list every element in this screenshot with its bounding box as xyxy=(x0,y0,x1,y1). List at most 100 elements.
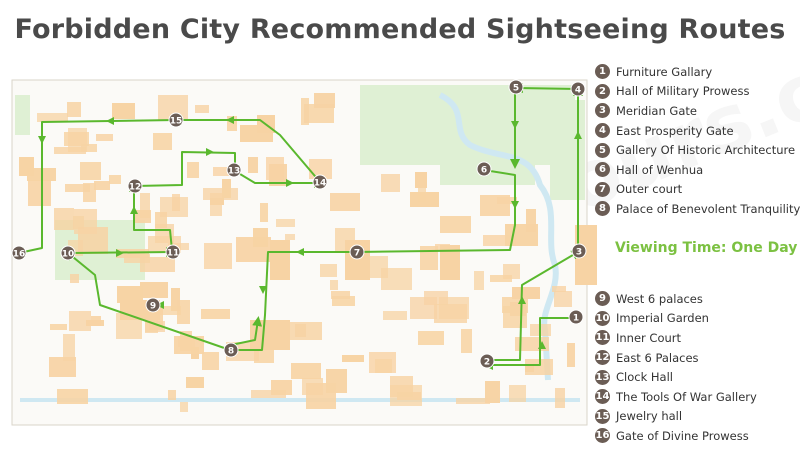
marker-number: 13 xyxy=(228,167,241,177)
building-block xyxy=(461,329,472,353)
route-arrow xyxy=(206,148,214,156)
marker-number: 6 xyxy=(481,166,487,176)
building-block xyxy=(251,390,286,398)
route-arrow xyxy=(259,286,267,294)
building-block xyxy=(410,297,437,319)
building-block xyxy=(54,208,74,230)
route-arrowhead xyxy=(296,248,304,256)
building-block xyxy=(174,336,204,354)
building-block xyxy=(117,286,143,303)
building-block xyxy=(96,134,113,141)
route-segment xyxy=(487,249,582,361)
building-block xyxy=(302,378,323,395)
building-block xyxy=(330,193,360,211)
building-block xyxy=(381,174,400,192)
marker-number: 5 xyxy=(513,84,519,94)
map-marker-3: 3 xyxy=(571,243,587,259)
marker-circle xyxy=(168,112,184,128)
building-block xyxy=(415,172,427,188)
building-block xyxy=(439,297,469,319)
building-block xyxy=(78,227,108,254)
marker-circle xyxy=(476,161,492,177)
marker-circle xyxy=(223,342,239,358)
route-arrowhead xyxy=(511,201,519,209)
map-marker-16: 16 xyxy=(11,245,27,261)
building-block xyxy=(240,125,273,142)
building-block xyxy=(109,175,121,184)
building-block xyxy=(480,195,510,216)
building-block xyxy=(309,159,332,179)
building-block xyxy=(195,105,209,113)
building-block xyxy=(330,280,338,290)
building-block xyxy=(180,402,188,412)
route-arrowhead xyxy=(259,286,267,294)
map-marker-13: 13 xyxy=(226,162,242,178)
route-arrow xyxy=(116,249,124,257)
building-block xyxy=(140,193,150,218)
route-segment xyxy=(234,170,324,188)
building-block xyxy=(555,388,565,408)
marker-badge: 3 xyxy=(595,103,610,119)
building-block xyxy=(65,184,90,192)
map-marker-14: 14 xyxy=(312,174,328,190)
marker-badge: 11 xyxy=(595,330,610,346)
route-segment xyxy=(353,169,516,257)
marker-circle xyxy=(571,243,587,259)
marker-badge: 13 xyxy=(595,369,610,385)
marker-number: 11 xyxy=(167,249,180,259)
building-block xyxy=(248,157,258,173)
route-arrowhead xyxy=(38,136,46,144)
route-arrowhead xyxy=(130,206,138,214)
map-marker-7: 7 xyxy=(349,244,365,260)
route-arrowhead xyxy=(106,117,114,125)
map-marker-5: 5 xyxy=(508,79,524,95)
route-arrowhead xyxy=(538,341,546,349)
marker-number: 2 xyxy=(484,358,490,368)
building-block xyxy=(80,162,101,180)
map-marker-8: 8 xyxy=(223,342,239,358)
marker-circle xyxy=(165,244,181,260)
building-block xyxy=(552,286,566,292)
map-marker-11: 11 xyxy=(165,244,181,260)
building-block xyxy=(50,324,67,330)
marker-badge: 8 xyxy=(595,201,610,217)
building-block xyxy=(172,194,180,211)
route-segment xyxy=(134,151,240,187)
building-block xyxy=(73,216,84,229)
building-block xyxy=(202,352,219,370)
map-marker-10: 10 xyxy=(60,245,76,261)
marker-circle xyxy=(349,244,365,260)
building-block xyxy=(483,235,516,246)
marker-badge: 15 xyxy=(595,408,610,424)
legend-label: Outer court xyxy=(616,182,683,197)
building-block xyxy=(213,167,231,176)
marker-circle xyxy=(226,162,242,178)
building-block xyxy=(37,113,68,122)
green-area xyxy=(550,100,585,200)
building-block xyxy=(253,228,268,247)
legend-label: Palace of Benevolent Tranquility xyxy=(616,201,800,216)
map-marker-4: 4 xyxy=(570,81,586,97)
route-arrow xyxy=(538,341,546,349)
building-block xyxy=(440,216,471,233)
building-block xyxy=(285,234,295,240)
marker-circle xyxy=(568,309,584,325)
marker-circle xyxy=(570,81,586,97)
legend-item[interactable]: 8 Palace of Benevolent Tranquility xyxy=(595,199,800,219)
